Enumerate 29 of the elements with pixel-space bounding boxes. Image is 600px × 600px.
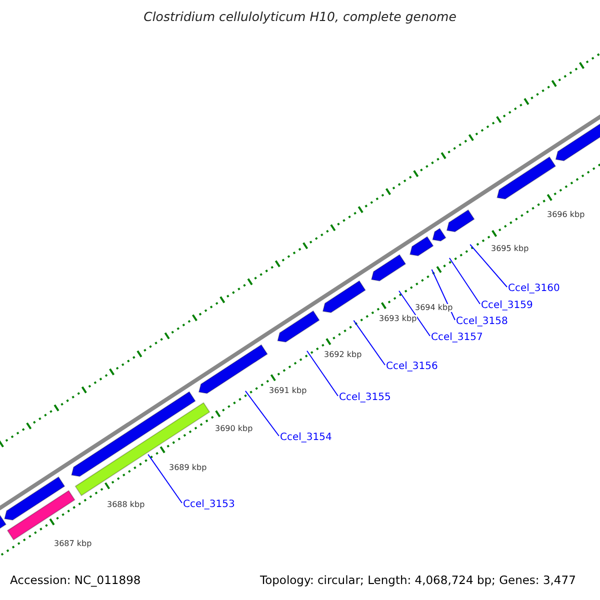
footer-text: Topology: circular; Length: 4,068,724 bp; Genes: 3,477 xyxy=(260,575,576,586)
leader-line xyxy=(470,244,508,288)
leader-line xyxy=(431,269,456,320)
title: Clostridium cellulolyticum H10, complete genome xyxy=(142,11,458,24)
gene-label: Ccel_3153 xyxy=(183,500,235,510)
scale-label: 3690 kbp xyxy=(215,425,253,433)
gene-label: Ccel_3154 xyxy=(280,433,332,443)
leader-line xyxy=(244,390,280,436)
scale-label: 3687 kbp xyxy=(54,540,92,548)
scale-label: 3693 kbp xyxy=(379,315,417,323)
scale-label: 3692 kbp xyxy=(324,351,362,359)
leader-line xyxy=(306,350,338,396)
scale-label: 3691 kbp xyxy=(269,387,307,395)
footer-text: Accession: NC_011898 xyxy=(10,575,141,586)
leader-line xyxy=(148,454,182,504)
scale-label: 3696 kbp xyxy=(547,211,585,219)
scale-label: 3695 kbp xyxy=(491,245,529,253)
scale-label: 3688 kbp xyxy=(107,501,145,509)
gene-label: Ccel_3160 xyxy=(508,284,560,294)
scale-label: 3689 kbp xyxy=(169,464,207,472)
gene-label: Ccel_3157 xyxy=(431,333,483,343)
leader-line xyxy=(398,290,430,336)
gene-label: Ccel_3159 xyxy=(481,301,533,311)
leader-line xyxy=(353,320,386,366)
gene-label: Ccel_3158 xyxy=(456,317,508,327)
gene-label: Ccel_3155 xyxy=(339,393,391,403)
gene-label: Ccel_3156 xyxy=(386,362,438,372)
leader-line xyxy=(448,258,480,304)
scale-label: 3694 kbp xyxy=(415,304,453,312)
